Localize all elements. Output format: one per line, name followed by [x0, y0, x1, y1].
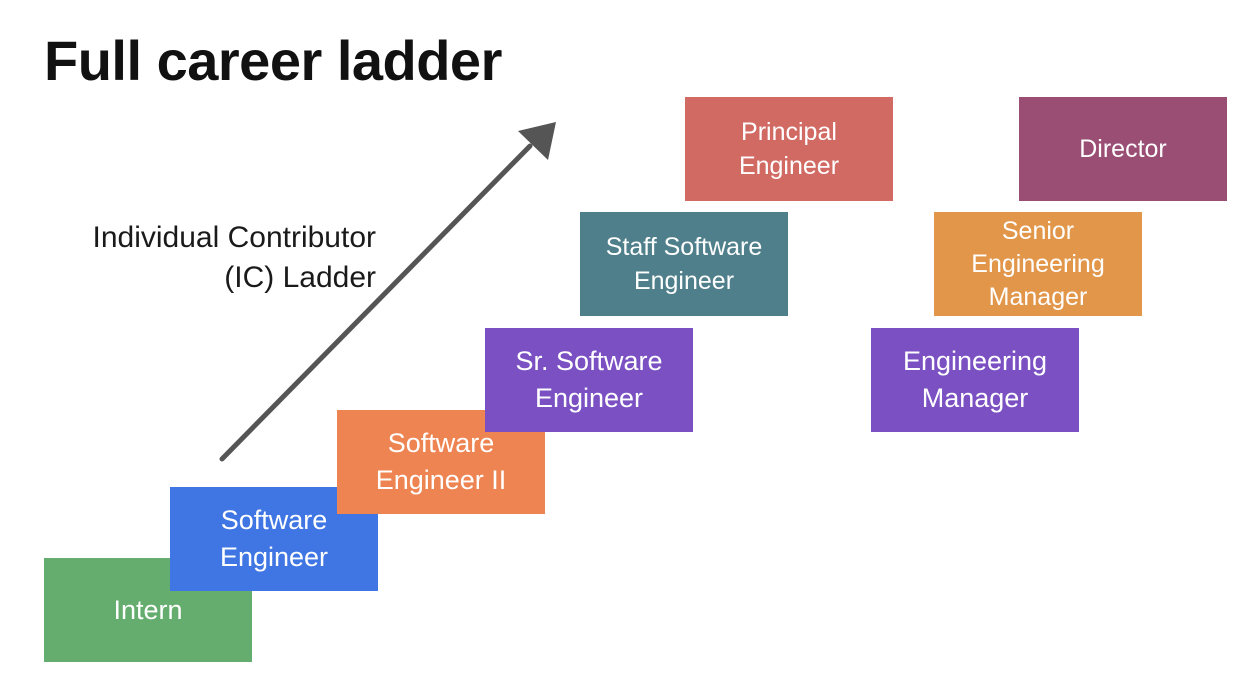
arrow-head — [518, 122, 556, 160]
role-staff-software-engineer: Staff Software Engineer — [580, 212, 788, 316]
role-principal-engineer: Principal Engineer — [685, 97, 893, 201]
role-senior-engineering-manager-line3: Manager — [988, 282, 1088, 311]
ic-ladder-label-line2: (IC) Ladder — [224, 261, 376, 294]
ic-ladder-label: Individual Contributor (IC) Ladder — [30, 218, 377, 298]
role-principal-engineer-line2: Engineer — [738, 152, 840, 180]
role-sr-software-engineer: Sr. Software Engineer — [485, 328, 693, 432]
role-intern-label: Intern — [113, 594, 183, 625]
role-director-label: Director — [1079, 135, 1167, 163]
role-staff-software-engineer-line2: Engineer — [633, 267, 735, 295]
role-software-engineer-ii-line2: Engineer II — [375, 465, 507, 495]
role-senior-engineering-manager-line2: Engineering — [971, 249, 1105, 278]
role-engineering-manager-line1: Engineering — [902, 346, 1048, 376]
page-title: Full career ladder — [44, 29, 502, 92]
ic-ladder-label-line1: Individual Contributor — [92, 221, 377, 254]
role-senior-engineering-manager-line1: Senior — [1001, 216, 1075, 245]
role-sr-software-engineer-line2: Engineer — [534, 383, 644, 413]
role-engineering-manager: Engineering Manager — [871, 328, 1079, 432]
role-senior-engineering-manager: Senior Engineering Manager — [934, 212, 1142, 316]
role-software-engineer-line2: Engineer — [219, 542, 329, 572]
role-staff-software-engineer-line1: Staff Software — [605, 233, 763, 261]
role-software-engineer: Software Engineer — [170, 487, 378, 591]
role-director: Director — [1019, 97, 1227, 201]
role-software-engineer-line1: Software — [220, 505, 328, 535]
role-principal-engineer-line1: Principal — [741, 118, 837, 146]
role-sr-software-engineer-line1: Sr. Software — [515, 346, 663, 376]
role-engineering-manager-line2: Manager — [921, 383, 1029, 413]
role-software-engineer-ii-line1: Software — [387, 428, 495, 458]
